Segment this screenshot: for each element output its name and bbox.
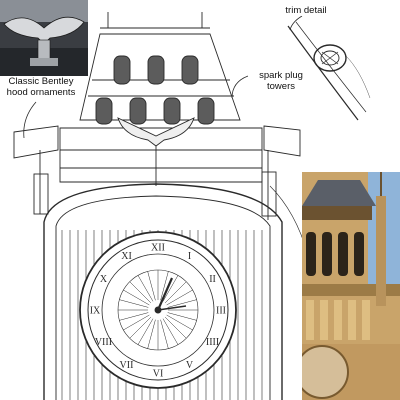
clock-numeral: VIII: [95, 337, 112, 348]
winged-mascot: [117, 117, 195, 147]
hour-hand: [156, 277, 174, 311]
bentley-annotation: Classic Bentley hood ornaments: [2, 76, 80, 98]
clock-spoke: [147, 271, 156, 301]
clock-spoke: [129, 281, 152, 304]
clock-numeral: III: [216, 306, 226, 317]
left-side-tower: [13, 125, 59, 159]
clock-spoke: [162, 275, 179, 302]
clock-spoke: [123, 314, 150, 331]
roof-outline: [79, 33, 241, 121]
clock-spoke: [166, 289, 193, 306]
clock-spoke: [167, 299, 197, 308]
clock-spoke: [123, 289, 150, 306]
grille-frame: [43, 183, 283, 400]
palace-tower-photo: [302, 172, 400, 400]
clock-spoke: [164, 316, 187, 339]
clock-spoke: [119, 312, 149, 321]
clock-spoke: [160, 271, 169, 301]
clock-spoke: [166, 314, 193, 331]
clock-numeral: X: [100, 274, 108, 285]
clock-spoke: [119, 299, 149, 308]
bentley-leader-line: [23, 101, 37, 139]
trim-detail-sketch: [287, 21, 371, 121]
clock-spoke: [137, 318, 154, 345]
upper-windows: [113, 55, 199, 85]
clock-spoke: [160, 319, 169, 349]
clock-numeral: VII: [120, 360, 134, 371]
spark-plug-annotation-line1: spark plug: [259, 70, 303, 81]
clock-numeral: XI: [121, 251, 132, 262]
spire-crest: [100, 12, 210, 35]
right-side-tower: [263, 125, 301, 157]
clock-numeral: VI: [153, 369, 164, 380]
trim-detail-annotation: trim detail: [280, 5, 332, 16]
clock-spoke: [137, 275, 154, 302]
clock-spoke: [147, 319, 156, 349]
clock-numeral: IIII: [206, 337, 219, 348]
bentley-annotation-line1: Classic Bentley: [8, 76, 74, 87]
clock-numeral: II: [209, 274, 216, 285]
bentley-ornament-photo: [0, 0, 88, 76]
clock-numeral: XII: [151, 243, 165, 254]
spark-plug-leader-line: [231, 75, 249, 99]
clock-spoke: [129, 316, 152, 339]
clock-numeral: IX: [90, 306, 101, 317]
bentley-annotation-line2: hood ornaments: [6, 87, 76, 98]
clock-numeral: V: [186, 360, 194, 371]
minute-hand: [157, 305, 187, 311]
clock-spoke: [162, 318, 179, 345]
lower-windows: [95, 97, 215, 125]
clock-numeral: I: [188, 251, 191, 262]
clock-spokes: [118, 270, 198, 350]
clock-spoke: [164, 281, 187, 304]
spark-plug-annotation: spark plug towers: [248, 70, 314, 92]
callout-leaders: [23, 15, 303, 139]
clock-spoke: [167, 312, 197, 321]
spark-plug-annotation-line2: towers: [267, 81, 295, 92]
trim-leader-line: [289, 15, 303, 31]
